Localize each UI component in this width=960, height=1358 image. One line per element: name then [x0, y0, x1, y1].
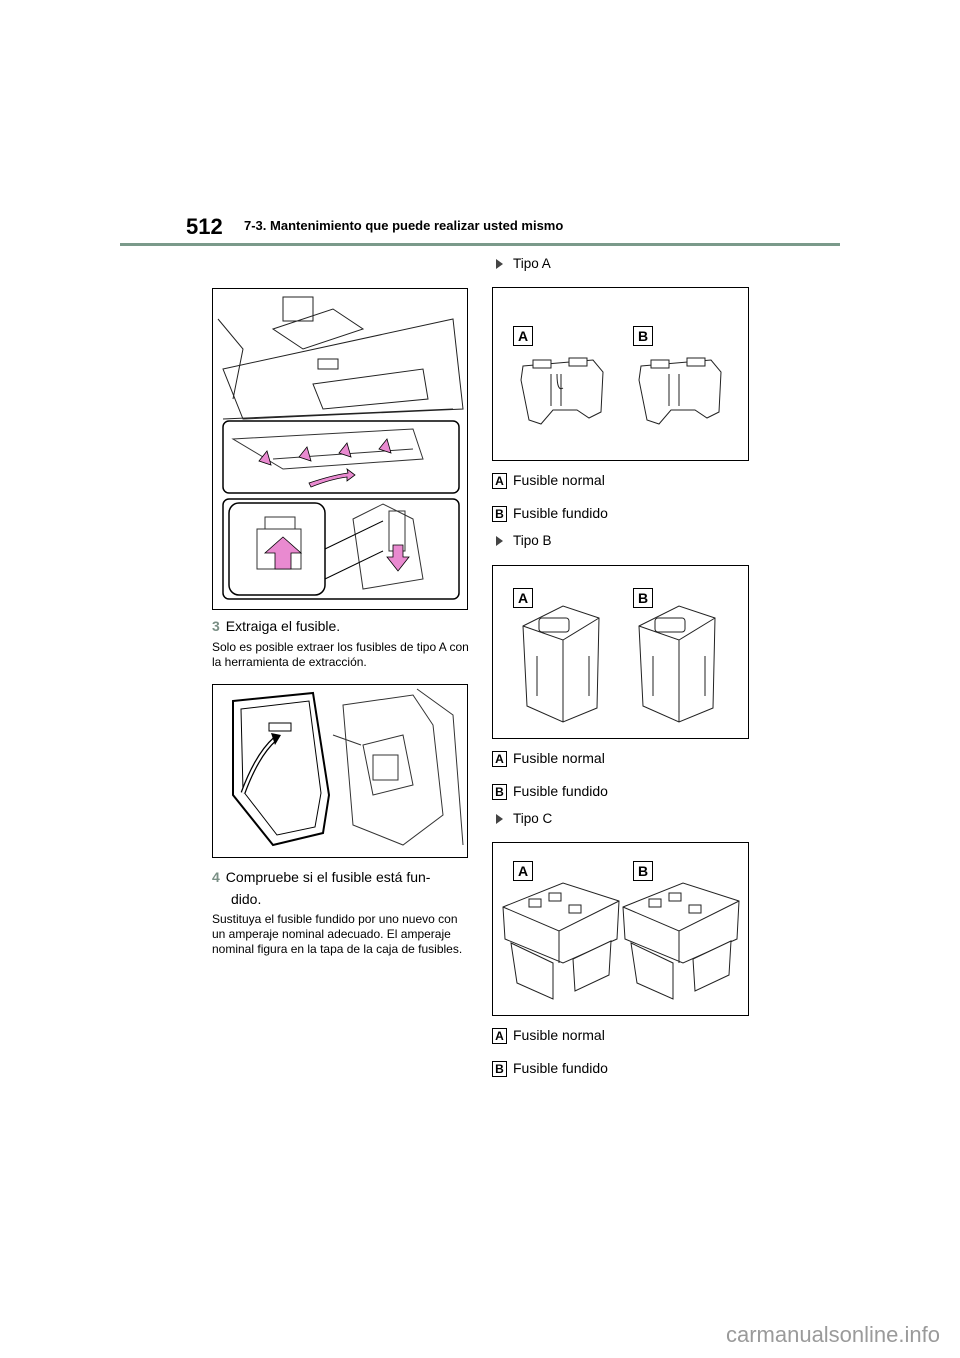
- legend-key-a: A: [492, 1028, 507, 1045]
- tipo-c-figure: A B: [492, 842, 749, 1016]
- step-4-text-line1: Compruebe si el fusible está fun-: [225, 869, 431, 885]
- figure-label-a: A: [513, 326, 533, 346]
- tipo-a-legend-b: B Fusible fundido: [492, 505, 608, 523]
- triangle-bullet-icon: [496, 536, 503, 547]
- figure-label-b: B: [633, 861, 653, 881]
- tipo-c-legend-a: A Fusible normal: [492, 1027, 605, 1045]
- tipo-b-figure: A B: [492, 565, 749, 739]
- tipo-c-legend-b: B Fusible fundido: [492, 1060, 608, 1078]
- tipo-c-heading: Tipo C: [496, 811, 552, 826]
- step-3-note: Solo es posible extraer los fusibles de …: [212, 640, 469, 669]
- tipo-a-label: Tipo A: [513, 256, 551, 271]
- legend-key-b: B: [492, 506, 507, 523]
- tipo-b-heading: Tipo B: [496, 533, 552, 548]
- legend-key-b: B: [492, 784, 507, 801]
- legend-text: Fusible fundido: [513, 783, 608, 799]
- legend-text: Fusible normal: [513, 472, 605, 488]
- legend-key-b: B: [492, 1061, 507, 1078]
- section-title: 7-3. Mantenimiento que puede realizar us…: [244, 218, 564, 233]
- figure-label-a: A: [513, 588, 533, 608]
- tipo-a-figure: A B: [492, 287, 749, 461]
- triangle-bullet-icon: [496, 814, 503, 825]
- tipo-c-label: Tipo C: [513, 811, 553, 826]
- page-number: 512: [186, 214, 223, 239]
- step-4-number: 4: [212, 869, 220, 885]
- step-3: 3 Extraiga el fusible.: [212, 618, 340, 634]
- tipo-a-heading: Tipo A: [496, 256, 551, 271]
- legend-key-a: A: [492, 473, 507, 490]
- fuse-puller-illustration: [212, 684, 468, 858]
- tipo-b-legend-a: A Fusible normal: [492, 750, 605, 768]
- step-3-number: 3: [212, 618, 220, 634]
- step-3-text: Extraiga el fusible.: [225, 618, 341, 634]
- legend-text: Fusible fundido: [513, 1060, 608, 1076]
- tipo-a-legend-a: A Fusible normal: [492, 472, 605, 490]
- step-4-note: Sustituya el fusible fundido por uno nue…: [212, 912, 463, 956]
- figure-label-b: B: [633, 326, 653, 346]
- header-divider: [120, 243, 840, 246]
- watermark: carmanualsonline.info: [725, 1322, 940, 1347]
- figure-label-a: A: [513, 861, 533, 881]
- triangle-bullet-icon: [496, 259, 503, 270]
- legend-key-a: A: [492, 751, 507, 768]
- step-4-text-line2: dido.: [231, 891, 262, 907]
- figure-label-b: B: [633, 588, 653, 608]
- tipo-b-label: Tipo B: [513, 533, 552, 548]
- tipo-b-legend-b: B Fusible fundido: [492, 783, 608, 801]
- legend-text: Fusible normal: [513, 750, 605, 766]
- step-4: 4 Compruebe si el fusible está fun- dido.: [212, 866, 430, 910]
- glovebox-illustration: [212, 288, 468, 610]
- legend-text: Fusible fundido: [513, 505, 608, 521]
- legend-text: Fusible normal: [513, 1027, 605, 1043]
